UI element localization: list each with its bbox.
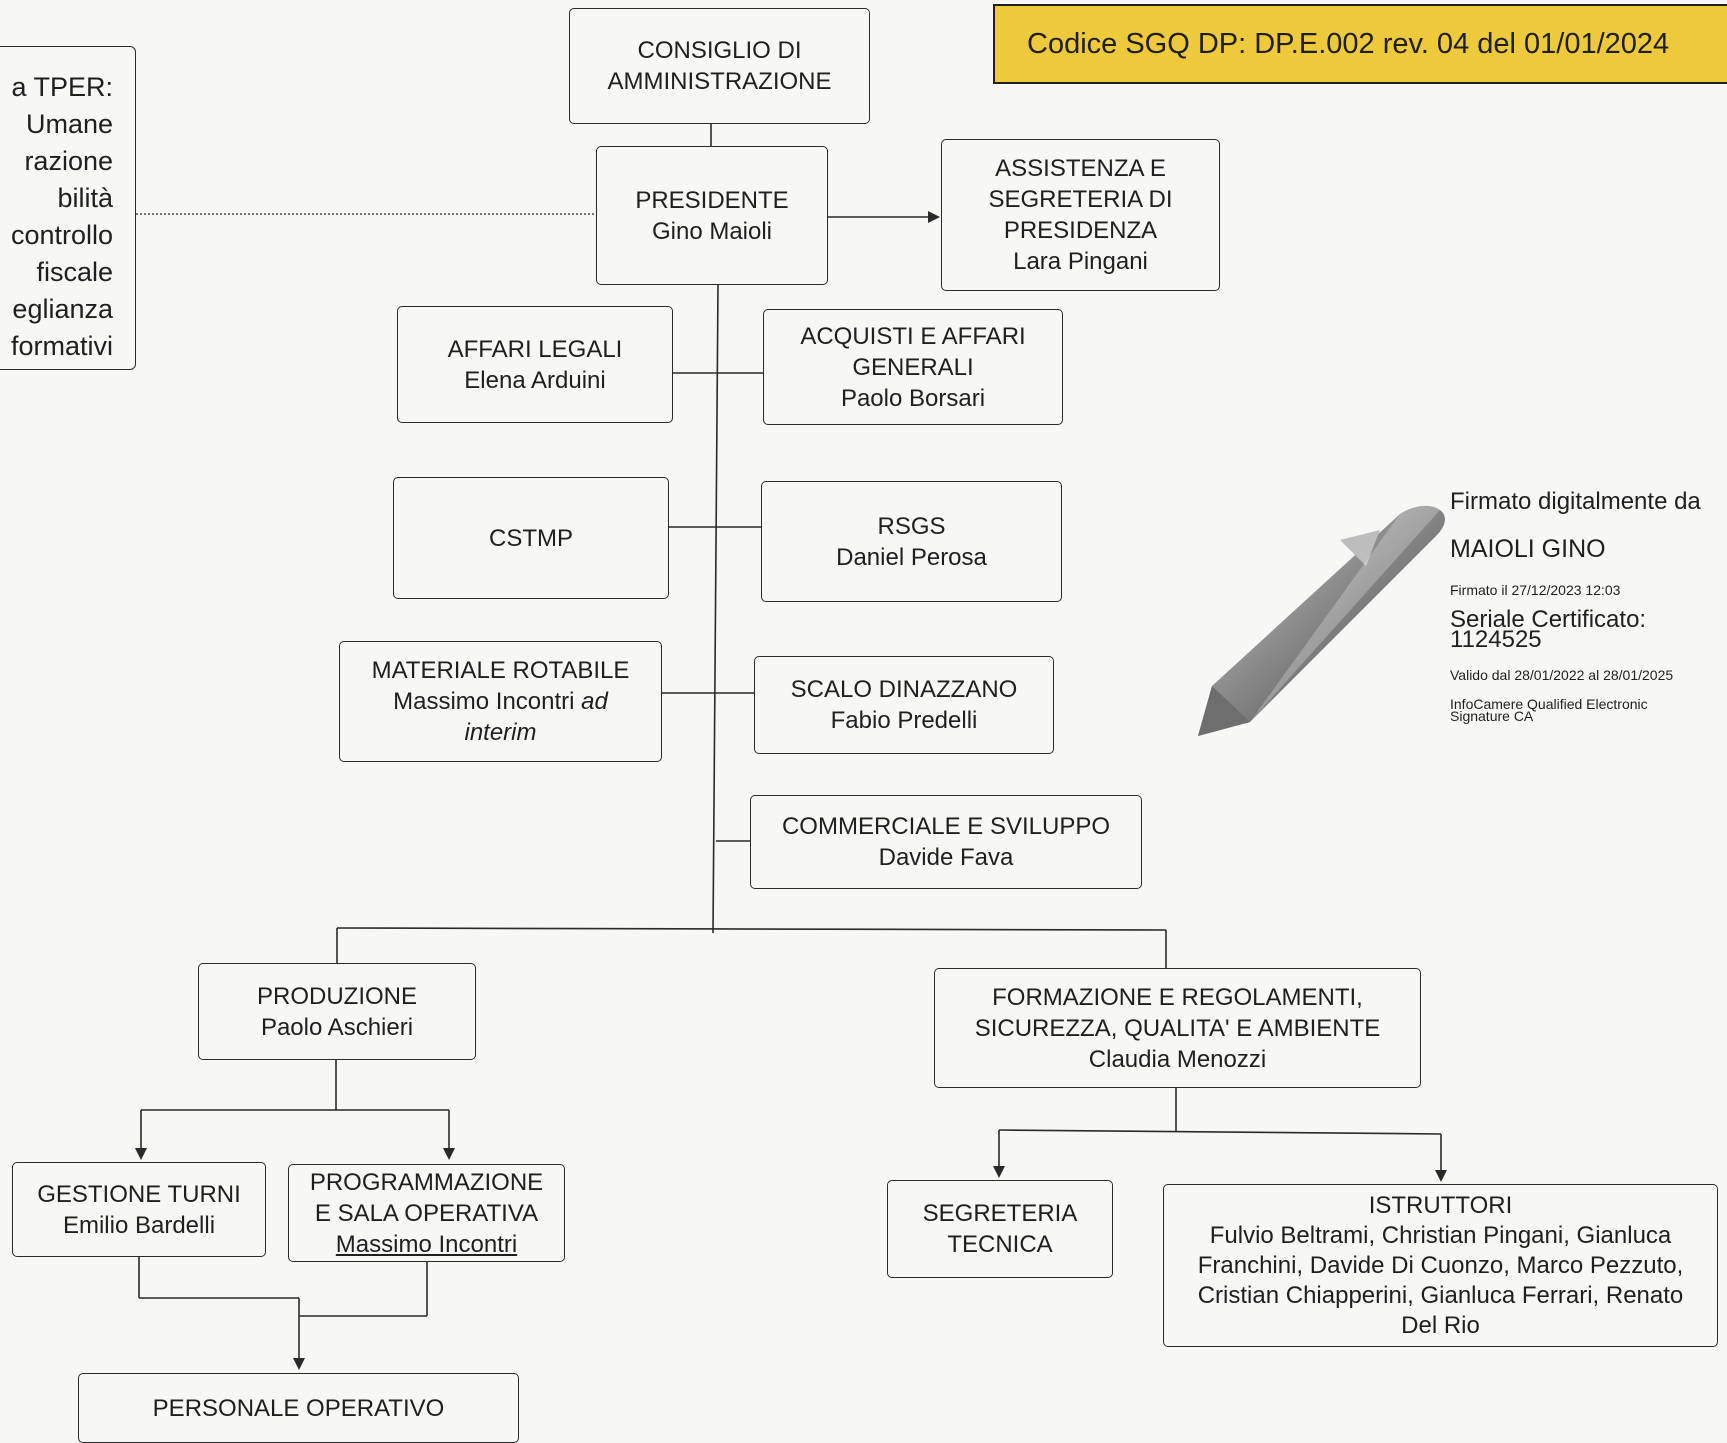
node-board: CONSIGLIO DI AMMINISTRAZIONE [569, 8, 870, 124]
node-planning: PROGRAMMAZIONE E SALA OPERATIVA Massimo … [288, 1164, 565, 1262]
side-line: Umane [25, 109, 113, 139]
node-legal: AFFARI LEGALI Elena Arduini [397, 306, 673, 423]
side-line: a TPER: [11, 72, 113, 102]
production-name: Paolo Aschieri [260, 1013, 414, 1041]
side-line: fiscale [36, 257, 113, 287]
purchasing-line-2: GENERALI [852, 353, 974, 381]
commercial-title: COMMERCIALE E SVILUPPO [781, 813, 1111, 840]
training-name: Claudia Menozzi [1088, 1045, 1267, 1073]
president-name: Gino Maioli [651, 217, 773, 245]
instructors-line-3: Cristian Chiapperini, Gianluca Ferrari, … [1197, 1281, 1684, 1309]
scalo-title: SCALO DINAZZANO [790, 676, 1018, 703]
signature-date: Firmato il 27/12/2023 12:03 [1450, 582, 1621, 598]
node-shifts: GESTIONE TURNI Emilio Bardelli [12, 1162, 266, 1257]
legal-name: Elena Arduini [464, 366, 606, 394]
node-training: FORMAZIONE E REGOLAMENTI, SICUREZZA, QUA… [934, 968, 1421, 1088]
assistance-name: Lara Pingani [1013, 248, 1148, 275]
side-line: bilità [57, 183, 113, 213]
purchasing-line-1: ACQUISTI E AFFARI [800, 322, 1026, 350]
instructors-line-1: Fulvio Beltrami, Christian Pingani, Gian… [1209, 1221, 1672, 1249]
legal-title: AFFARI LEGALI [447, 335, 623, 363]
operative-staff-title: PERSONALE OPERATIVO [152, 1394, 445, 1422]
side-line: controllo [10, 220, 113, 250]
production-title: PRODUZIONE [256, 982, 417, 1010]
signature-label: Firmato digitalmente da [1450, 488, 1701, 515]
assistance-line-2: SEGRETERIA DI [988, 186, 1173, 213]
node-purchasing: ACQUISTI E AFFARI GENERALI Paolo Borsari [763, 309, 1063, 425]
signature-serial: 1124525 [1450, 626, 1542, 653]
document-code-banner: Codice SGQ DP: DP.E.002 rev. 04 del 01/0… [993, 4, 1727, 84]
node-tech-secretariat: SEGRETERIA TECNICA [887, 1180, 1113, 1278]
planning-line-2: E SALA OPERATIVA [314, 1199, 539, 1227]
side-line: formativi [10, 331, 113, 361]
planning-line-1: PROGRAMMAZIONE [309, 1168, 544, 1196]
training-line-1: FORMAZIONE E REGOLAMENTI, [992, 983, 1363, 1011]
rsgs-title: RSGS [877, 512, 946, 540]
signature-validity: Valido dal 28/01/2022 al 28/01/2025 [1450, 667, 1674, 683]
training-line-2: SICUREZZA, QUALITA' E AMBIENTE [974, 1014, 1381, 1042]
president-title: PRESIDENTE [635, 186, 789, 214]
commercial-name: Davide Fava [878, 844, 1014, 871]
assistance-line-1: ASSISTENZA E [995, 155, 1166, 182]
assistance-line-3: PRESIDENZA [1003, 217, 1158, 244]
node-scalo: SCALO DINAZZANO Fabio Predelli [754, 656, 1054, 754]
shifts-title: GESTIONE TURNI [37, 1180, 241, 1208]
board-title-1: CONSIGLIO DI [637, 37, 802, 64]
document-code-text: Codice SGQ DP: DP.E.002 rev. 04 del 01/0… [1027, 27, 1670, 60]
cstmp-title: CSTMP [489, 524, 573, 552]
rolling-stock-title: MATERIALE ROTABILE [371, 657, 630, 684]
node-instructors: ISTRUTTORI Fulvio Beltrami, Christian Pi… [1163, 1184, 1718, 1347]
rolling-stock-name: Massimo Incontri [393, 688, 575, 715]
scalo-name: Fabio Predelli [830, 707, 978, 734]
signature-ca: InfoCamere Qualified Electronic Signatur… [1450, 696, 1648, 724]
node-president: PRESIDENTE Gino Maioli [596, 146, 828, 285]
node-cstmp: CSTMP [393, 477, 669, 599]
digital-signature: Firmato digitalmente da MAIOLI GINO Firm… [1450, 488, 1701, 724]
side-line: eglianza [12, 294, 113, 324]
planning-name: Massimo Incontri [335, 1230, 518, 1258]
side-panel-cropped: a TPER: Umane razione bilità controllo f… [0, 46, 136, 370]
shifts-name: Emilio Bardelli [62, 1211, 216, 1239]
node-assistance: ASSISTENZA E SEGRETERIA DI PRESIDENZA La… [941, 139, 1220, 291]
rolling-stock-interim: ad [581, 688, 608, 715]
signature-serial-label: Seriale Certificato: [1450, 606, 1647, 633]
pen-icon [1198, 505, 1445, 736]
purchasing-name: Paolo Borsari [840, 384, 986, 412]
instructors-line-2: Franchini, Davide Di Cuonzo, Marco Pezzu… [1197, 1251, 1684, 1279]
rolling-stock-interim-2: interim [464, 719, 537, 746]
signature-signer: MAIOLI GINO [1450, 535, 1606, 563]
tech-secretariat-line-1: SEGRETERIA [922, 1200, 1078, 1227]
node-rolling-stock: MATERIALE ROTABILE Massimo Incontri ad i… [339, 641, 662, 762]
board-title-2: AMMINISTRAZIONE [607, 68, 832, 95]
node-operative-staff: PERSONALE OPERATIVO [78, 1373, 519, 1443]
tech-secretariat-line-2: TECNICA [947, 1231, 1053, 1258]
rsgs-name: Daniel Perosa [836, 543, 987, 571]
node-production: PRODUZIONE Paolo Aschieri [198, 963, 476, 1060]
instructors-title: ISTRUTTORI [1368, 1191, 1513, 1219]
instructors-line-4: Del Rio [1401, 1311, 1480, 1339]
node-commercial: COMMERCIALE E SVILUPPO Davide Fava [750, 795, 1142, 889]
side-line: razione [24, 146, 113, 176]
node-rsgs: RSGS Daniel Perosa [761, 481, 1062, 602]
